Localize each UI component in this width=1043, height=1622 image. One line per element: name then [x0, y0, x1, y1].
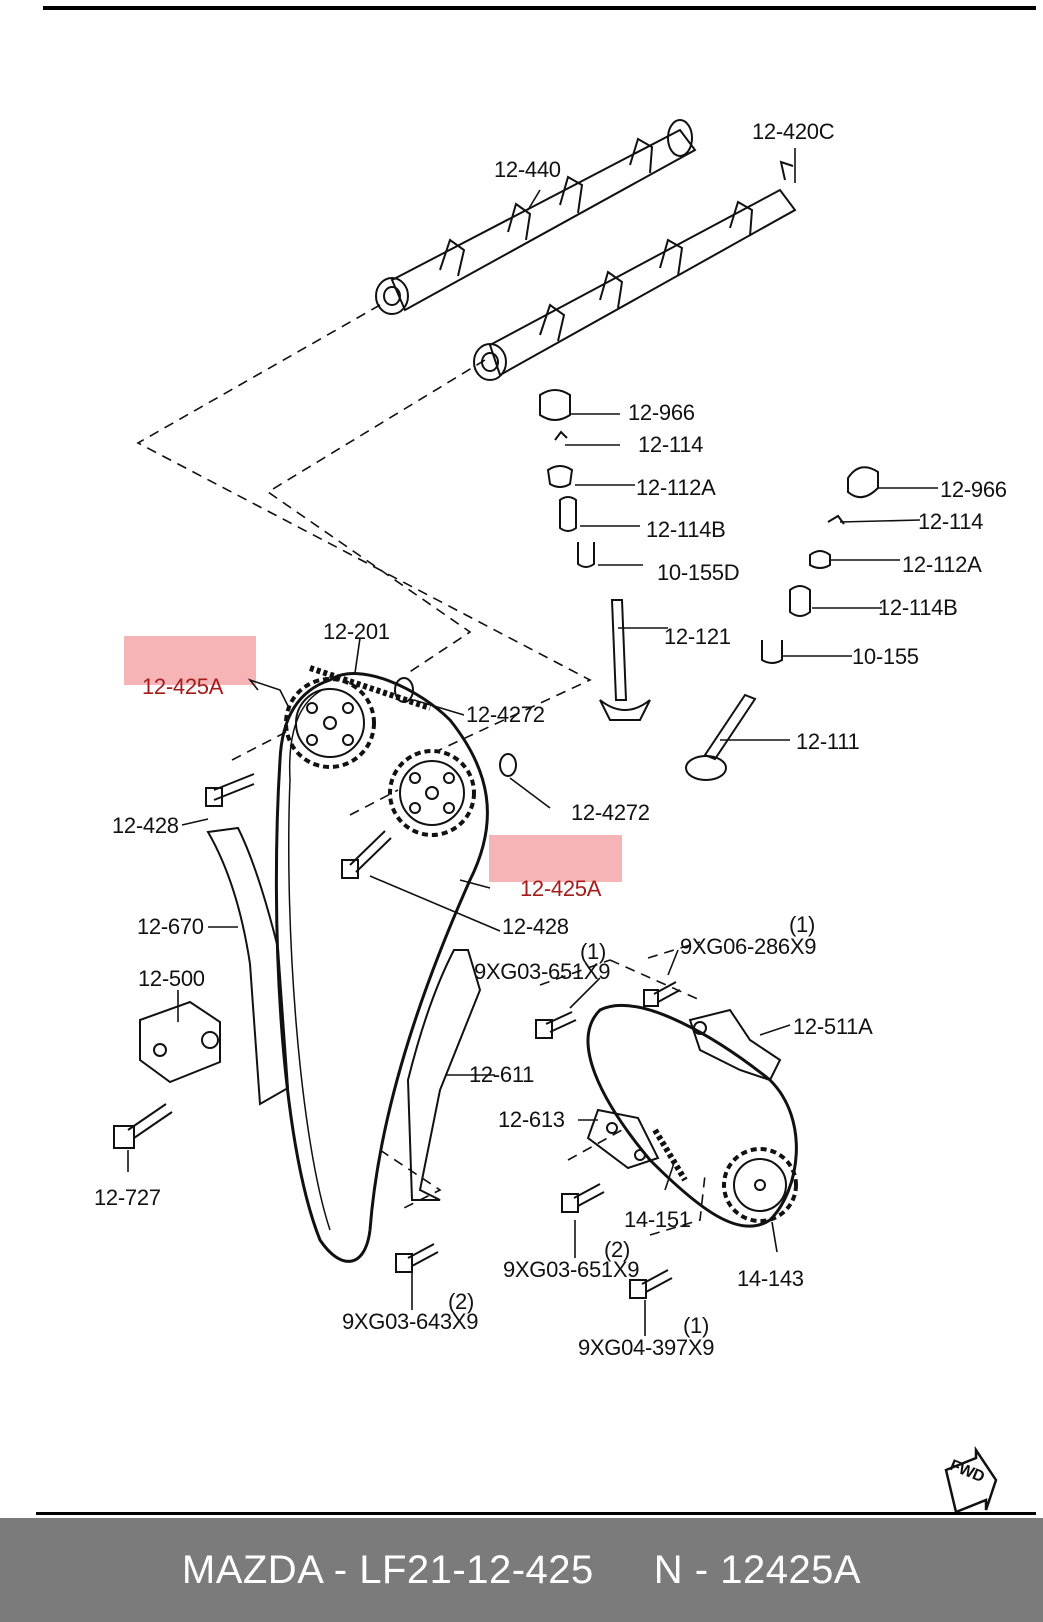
bolt-12-428-upper [205, 773, 255, 807]
label-12-4272-a: 12-4272 [466, 702, 545, 727]
leader-lines [127, 148, 938, 1336]
camshaft-12-420c-shape [473, 160, 797, 381]
label-12-121: 12-121 [664, 624, 731, 649]
label-12-670: 12-670 [137, 914, 204, 939]
chain-guide-12-611 [406, 949, 482, 1201]
label-10-155: 10-155 [852, 644, 919, 669]
dashed-reference-lines [136, 304, 706, 1236]
highlight-box-12-425a-lower [489, 835, 622, 882]
label-12-966-b: 12-966 [940, 477, 1007, 502]
label-9xg03-651x9-b: 9XG03-651X9 [503, 1257, 640, 1282]
footer-bar: MAZDA - LF21-12-425 N - 12425A [0, 1518, 1043, 1622]
label-12-966-a: 12-966 [628, 400, 695, 425]
footer-diagram-code: N - 12425A [653, 1548, 862, 1592]
highlight-box-12-425a-upper [124, 636, 256, 685]
label-12-111: 12-111 [796, 729, 860, 754]
label-12-428-a: 12-428 [112, 813, 179, 838]
washer-12-4272-a [394, 677, 414, 703]
label-12-114-a: 12-114 [638, 432, 704, 457]
label-12-613: 12-613 [498, 1107, 565, 1132]
washer-12-4272-b [499, 753, 517, 777]
bolt-9xg06-286x9 [643, 981, 681, 1007]
label-12-440: 12-440 [494, 157, 561, 182]
top-border-rule [43, 6, 1036, 10]
bolt-9xg03-643x9 [395, 1243, 439, 1273]
label-12-425a-upper: 12-425A [142, 674, 224, 699]
sprocket-14-143 [722, 1147, 798, 1223]
bolt-9xg03-651x9-b [561, 1183, 605, 1213]
tensioner-12-500 [139, 1000, 221, 1084]
bolt-9xg03-651x9-a [535, 1011, 577, 1039]
label-12-112a-b: 12-112A [902, 552, 982, 577]
label-9xg03-651x9-a-qty: (1) [580, 939, 606, 964]
label-12-428-b: 12-428 [502, 914, 569, 939]
sprocket-12-425a-lower [388, 749, 476, 837]
label-12-611: 12-611 [469, 1062, 535, 1087]
bolt-9xg04-397x9 [629, 1269, 673, 1299]
label-12-500: 12-500 [138, 966, 205, 991]
bolt-12-428-lower [341, 830, 392, 879]
camshaft-12-440-shape [375, 119, 697, 315]
label-14-143: 14-143 [737, 1266, 804, 1291]
label-12-201: 12-201 [323, 619, 390, 644]
label-9xg03-651x9-b-qty: (2) [604, 1237, 630, 1262]
label-12-727: 12-727 [94, 1185, 161, 1210]
sprocket-12-425a-upper [284, 677, 376, 769]
label-12-114b-a: 12-114B [646, 517, 726, 542]
label-12-114-b: 12-114 [918, 509, 984, 534]
bottom-border-rule [36, 1512, 1036, 1515]
label-9xg06-286x9: 9XG06-286X9 [680, 934, 817, 959]
tensioner-arm-12-511a [688, 1008, 782, 1082]
timing-chain-exploded-diagram [113, 119, 998, 1514]
footer-caption: MAZDA - LF21-12-425 N - 12425A [0, 1518, 1043, 1622]
valve-parts-left [539, 389, 651, 721]
label-12-511a: 12-511A [793, 1014, 873, 1039]
label-9xg06-qty: (1) [789, 912, 815, 937]
label-12-114b-b: 12-114B [878, 595, 958, 620]
oil-pump-guide-12-613 [586, 1108, 660, 1170]
label-9xg03-643x9-qty: (2) [448, 1289, 474, 1314]
timing-chain-12-201 [274, 672, 489, 1263]
label-9xg04-qty: (1) [683, 1313, 709, 1338]
bolt-12-727 [113, 1103, 173, 1149]
label-9xg03-643x9: 9XG03-643X9 [342, 1309, 479, 1334]
label-12-4272-b: 12-4272 [571, 800, 650, 825]
label-12-420c: 12-420C [752, 119, 835, 144]
label-12-112a-a: 12-112A [636, 475, 716, 500]
label-10-155d: 10-155D [657, 560, 740, 585]
label-9xg04-397x9: 9XG04-397X9 [578, 1335, 715, 1360]
footer-part-number: MAZDA - LF21-12-425 [181, 1548, 594, 1592]
label-14-151: 14-151 [624, 1207, 691, 1232]
chain-guide-12-670 [206, 826, 290, 1106]
label-9xg03-651x9-a: 9XG03-651X9 [474, 959, 611, 984]
fwd-arrow-icon [944, 1445, 998, 1514]
oil-pump-chain-14-151 [586, 1004, 798, 1228]
label-12-425a-lower: 12-425A [520, 876, 602, 901]
